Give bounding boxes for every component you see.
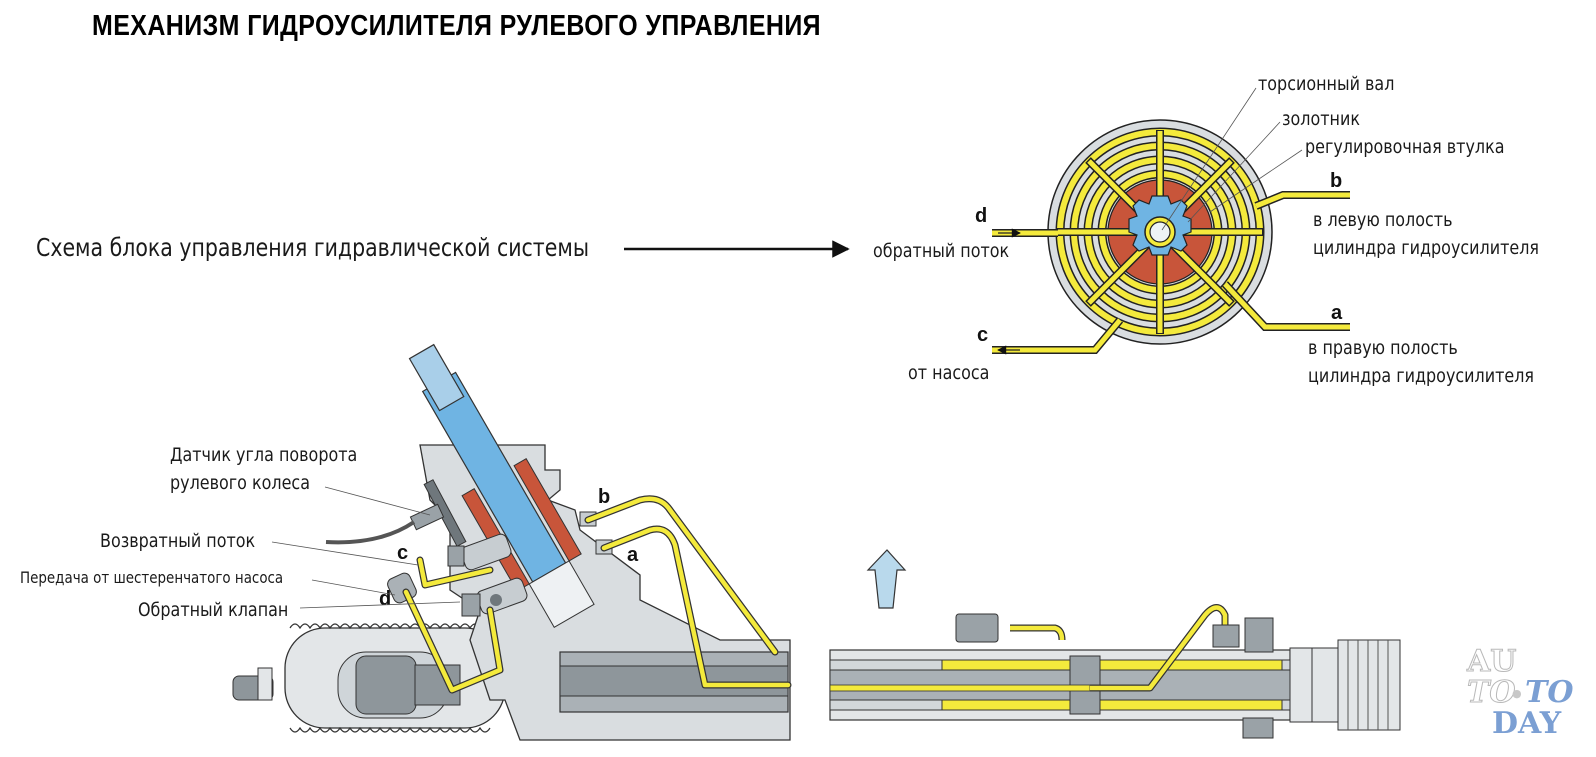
port-letter-a: a bbox=[1331, 302, 1343, 324]
port-b-desc-1: в левую полость bbox=[1313, 209, 1453, 231]
channel-b bbox=[1255, 192, 1350, 209]
watermark-logo-au: AU bbox=[1466, 644, 1517, 679]
channel-c bbox=[992, 318, 1122, 353]
page-title: МЕХАНИЗМ ГИДРОУСИЛИТЕЛЯ РУЛЕВОГО УПРАВЛЕ… bbox=[92, 10, 822, 42]
cylinder-fitting-right bbox=[1212, 624, 1240, 648]
rack-letter-c: c bbox=[397, 542, 409, 564]
pipe-a bbox=[601, 526, 791, 688]
rack-cylinder bbox=[829, 549, 1401, 739]
pipe-cylinder bbox=[1090, 605, 1228, 691]
check-valve bbox=[461, 577, 528, 617]
pipe-b bbox=[585, 496, 778, 655]
sensor-cable bbox=[325, 520, 416, 545]
return-valve bbox=[447, 533, 512, 571]
watermark-dot-icon: ● bbox=[1512, 687, 1522, 700]
label-pump-transfer: Передача от шестеренчатого насоса bbox=[20, 568, 284, 587]
label-torsion-shaft: торсионный вал bbox=[1258, 73, 1395, 95]
watermark-logo-to2: TO bbox=[1525, 675, 1574, 710]
rack-letter-a: a bbox=[627, 544, 639, 566]
port-a-desc-1: в правую полость bbox=[1308, 337, 1458, 359]
label-control-sleeve: регулировочная втулка bbox=[1305, 136, 1505, 158]
rack-assembly bbox=[232, 343, 792, 741]
watermark-logo-day: DAY bbox=[1492, 706, 1562, 741]
schema-caption: Схема блока управления гидравлической си… bbox=[36, 233, 590, 262]
watermark-logo-to1: TO bbox=[1466, 675, 1516, 710]
torsion-shaft bbox=[1149, 221, 1171, 243]
fluid-pipes bbox=[403, 496, 791, 693]
channel-a bbox=[1223, 282, 1350, 330]
port-b-desc-2: цилиндра гидроусилителя bbox=[1313, 237, 1540, 259]
label-check-valve: Обратный клапан bbox=[138, 599, 289, 621]
bellows-left bbox=[232, 623, 506, 733]
valve-sleeve-right bbox=[513, 458, 582, 562]
leader-lines bbox=[1161, 87, 1303, 231]
port-letter-c: c bbox=[977, 324, 989, 346]
label-sensor-1: Датчик угла поворота bbox=[170, 444, 358, 466]
pipe-c bbox=[417, 557, 493, 588]
input-shaft bbox=[408, 343, 465, 412]
direction-up-arrow-icon bbox=[866, 549, 907, 609]
port-letter-d: d bbox=[975, 205, 988, 227]
port-letter-b: b bbox=[1330, 170, 1343, 192]
angle-sensor bbox=[409, 503, 445, 531]
label-return-flow: Возвратный поток bbox=[100, 530, 256, 552]
pipe-d bbox=[403, 589, 503, 693]
port-c-desc: от насоса bbox=[908, 362, 990, 384]
rack-leader-lines bbox=[271, 486, 461, 609]
valve-cross-section bbox=[992, 87, 1350, 355]
label-sensor-2: рулевого колеса bbox=[170, 472, 310, 494]
cylinder-fitting-left bbox=[955, 613, 999, 643]
label-spool: золотник bbox=[1282, 108, 1360, 130]
port-a-desc-2: цилиндра гидроусилителя bbox=[1308, 365, 1535, 387]
port-d-desc: обратный поток bbox=[873, 240, 1010, 262]
bellows-right bbox=[1337, 639, 1401, 731]
rack-letter-b: b bbox=[598, 486, 611, 508]
